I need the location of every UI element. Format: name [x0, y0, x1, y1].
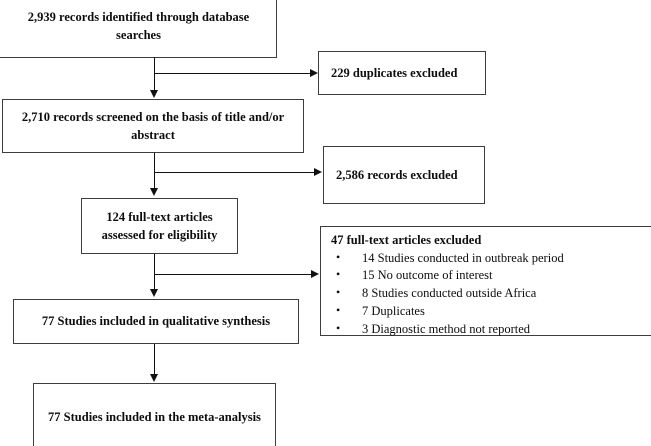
node-records-identified-label: 2,939 records identified through databas… [27, 9, 250, 42]
arrowhead-down-icon [150, 374, 158, 382]
exclusion-reason-list: • 14 Studies conducted in outbreak perio… [331, 250, 646, 339]
bullet-icon: • [336, 285, 341, 300]
node-qualitative-synthesis: 77 Studies included in qualitative synth… [13, 299, 299, 344]
connector-identified-to-screened [154, 57, 155, 95]
node-records-screened-label: 2,710 records screened on the basis of t… [21, 109, 285, 142]
arrowhead-down-icon [150, 90, 158, 98]
node-meta-analysis: 77 Studies included in the meta-analysis [33, 383, 276, 446]
connector-qualitative-to-meta [154, 344, 155, 378]
connector-fulltext-to-qualitative [154, 254, 155, 295]
arrowhead-right-icon [311, 269, 319, 278]
exclusion-reason-text: 8 Studies conducted outside Africa [362, 286, 537, 301]
exclusion-reason-text: 15 No outcome of interest [362, 268, 493, 283]
node-fulltext-assessed: 124 full-text articles assessed for elig… [81, 198, 238, 254]
list-item: • 8 Studies conducted outside Africa [331, 285, 646, 303]
node-duplicates-excluded-label: 229 duplicates excluded [331, 65, 458, 80]
node-qualitative-synthesis-label: 77 Studies included in qualitative synth… [41, 314, 271, 329]
arrowhead-right-icon [314, 167, 322, 176]
bullet-icon: • [336, 302, 341, 317]
exclusion-reason-text: 14 Studies conducted in outbreak period [362, 250, 564, 265]
node-records-identified: 2,939 records identified through databas… [0, 0, 277, 58]
exclusion-reason-text: 7 Duplicates [362, 303, 425, 318]
list-item: • 15 No outcome of interest [331, 267, 646, 285]
node-duplicates-excluded: 229 duplicates excluded [318, 51, 486, 95]
list-item: • 3 Diagnostic method not reported [331, 321, 646, 339]
node-fulltext-assessed-label: 124 full-text articles assessed for elig… [101, 209, 218, 242]
list-item: • 14 Studies conducted in outbreak perio… [331, 250, 646, 268]
arrowhead-down-icon [150, 289, 158, 297]
arrowhead-right-icon [310, 68, 318, 77]
node-records-excluded: 2,586 records excluded [323, 146, 485, 204]
node-records-screened: 2,710 records screened on the basis of t… [2, 99, 304, 153]
connector-to-fulltext-excluded [155, 274, 312, 275]
bullet-icon: • [336, 267, 341, 282]
connector-screened-to-fulltext [154, 153, 155, 193]
node-fulltext-excluded: 47 full-text articles excluded • 14 Stud… [320, 226, 651, 336]
node-meta-analysis-label: 77 Studies included in the meta-analysis [48, 410, 261, 425]
connector-to-records-excluded [155, 172, 315, 173]
node-fulltext-excluded-heading: 47 full-text articles excluded [331, 233, 482, 247]
bullet-icon: • [336, 249, 341, 264]
list-item: • 7 Duplicates [331, 303, 646, 321]
connector-to-duplicates-excluded [155, 73, 311, 74]
exclusion-reason-text: 3 Diagnostic method not reported [362, 321, 531, 336]
node-records-excluded-label: 2,586 records excluded [336, 167, 458, 182]
arrowhead-down-icon [150, 188, 158, 196]
bullet-icon: • [336, 320, 341, 335]
